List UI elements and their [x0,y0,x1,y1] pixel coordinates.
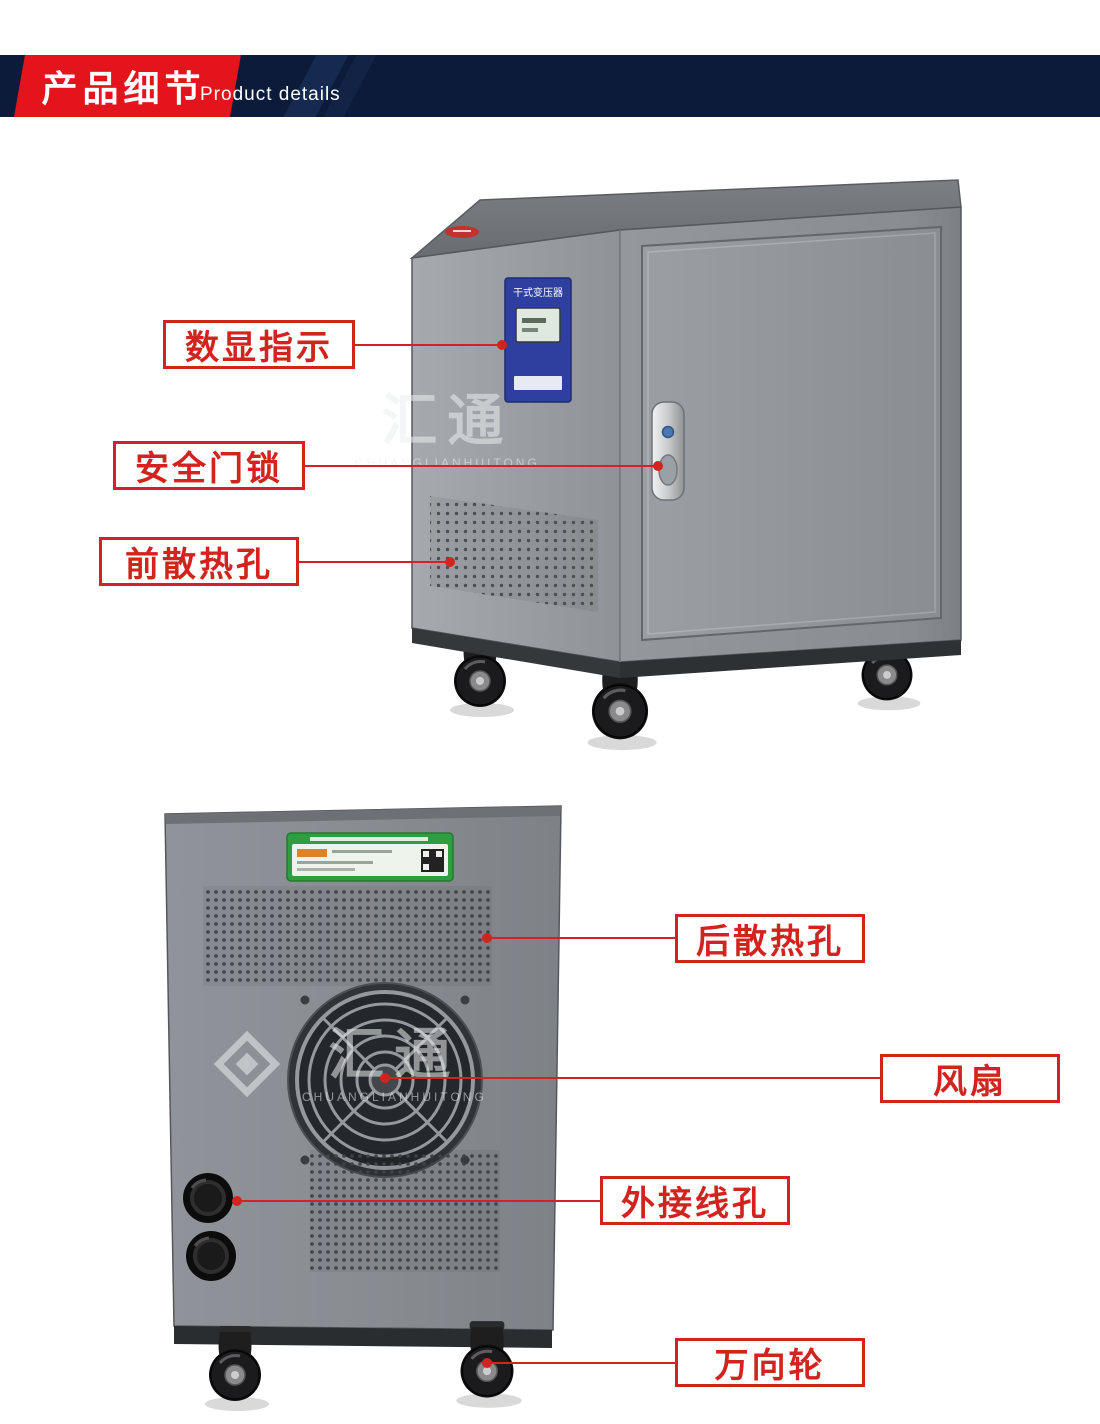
callout-door-lock: 安全门锁 [113,441,305,490]
callout-dot [445,557,455,567]
cable-grommet [186,1231,236,1281]
front-product-image: 干式变压器 [409,179,962,752]
callout-rear-vent: 后散热孔 [675,914,865,963]
rear-vent-grid [203,886,492,986]
section-subtitle: Product details [200,84,341,105]
cable-grommet [183,1173,233,1223]
digital-display-panel: 干式变压器 [504,277,572,403]
display-panel-title: 干式变压器 [513,286,563,299]
callout-line [487,937,675,939]
door-lock [661,425,675,439]
front-vent-grid [430,496,598,612]
callout-line [237,1200,600,1202]
cabinet-door-seam [647,232,936,635]
callout-line [305,465,658,467]
callout-digital-display: 数显指示 [163,320,355,369]
cabinet-base [412,628,620,678]
rear-lower-vent-grid [310,1150,500,1272]
section-header-banner: 产品细节 Product details [0,55,1100,117]
callout-line [299,561,450,563]
nameplate-label [286,832,454,882]
callout-fan: 风扇 [880,1054,1060,1103]
callout-wiring-holes: 外接线孔 [600,1176,790,1225]
callout-line [385,1077,880,1079]
cabinet-top-lip [165,806,561,824]
callout-line [487,1362,675,1364]
callout-line [355,344,502,346]
cabinet-base [620,640,961,678]
callout-caster-wheel: 万向轮 [675,1338,865,1387]
callout-dot [482,933,492,943]
display-panel-label [514,376,562,390]
callout-dot [653,461,663,471]
callout-dot [232,1196,242,1206]
section-title: 产品细节 [41,68,206,109]
door-handle [651,401,685,501]
cabinet-door [641,225,942,642]
callout-dot [497,340,507,350]
callout-front-vent: 前散热孔 [99,537,299,586]
cabinet-base [174,1326,552,1348]
callout-dot [380,1073,390,1083]
callout-dot [482,1358,492,1368]
lcd-screen [515,307,561,343]
brand-logo-text [453,230,471,232]
rear-product-image [164,805,562,1413]
